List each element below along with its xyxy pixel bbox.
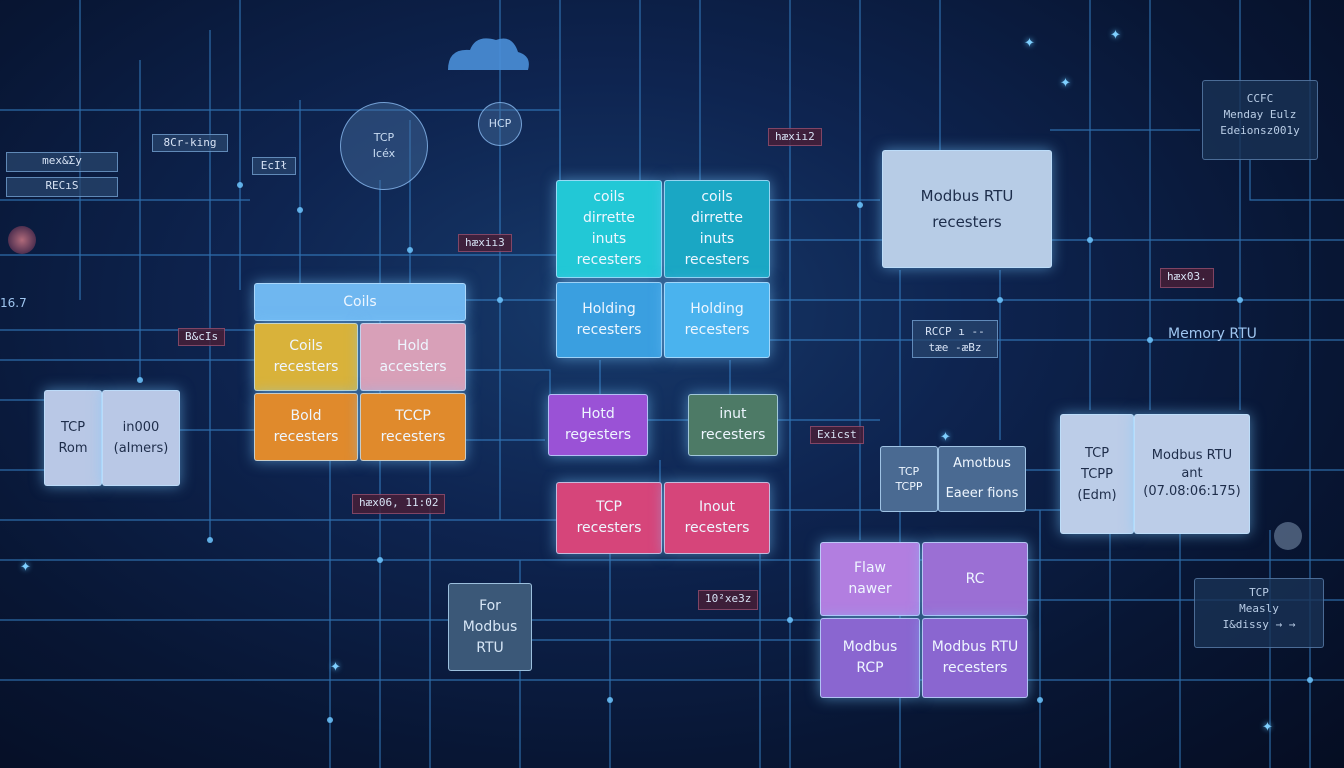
hex-tag: hæx06, 11:02	[352, 494, 446, 514]
hex-tag: hæxiı3	[458, 234, 512, 252]
coils-registers-cell: Coils recesters	[254, 323, 358, 391]
hex-tag: B&cIs	[178, 328, 226, 346]
tccp-registers-cell: TCCP recesters	[360, 393, 466, 461]
sparkle-icon: ✦	[20, 560, 31, 575]
rc-cell: RC	[922, 542, 1028, 616]
tcp-circle: TCP Icéx	[340, 102, 428, 190]
record-icon	[8, 226, 36, 254]
inout-registers-cell: Inout recesters	[664, 482, 770, 554]
sparkle-icon: ✦	[1262, 720, 1273, 735]
for-modbus-rtu-box: For Modbus RTU	[448, 583, 532, 671]
inut-registers-box: inut recesters	[688, 394, 778, 456]
sparkle-icon: ✦	[1024, 36, 1035, 51]
modbus-rtu-registers-box: Modbus RTU recesters	[882, 150, 1052, 268]
modbus-rtu-registers-cell: Modbus RTU recesters	[922, 618, 1028, 698]
hcp-circle: HCP	[478, 102, 522, 146]
coils-discrete-cell: coils dirrette inuts recesters	[664, 180, 770, 278]
edge-text: 16.7	[0, 296, 27, 310]
hex-tag: 10²xe3z	[698, 590, 759, 610]
sparkle-icon: ✦	[940, 430, 951, 445]
max-chip: mex&Ʃy	[6, 152, 118, 172]
amotbus-box: Amotbus Eaeer fions	[938, 446, 1026, 512]
modbus-rtu-ant-box: Modbus RTU ant (07.08:06:175)	[1134, 414, 1250, 534]
tcp-rom-box: TCP Rom	[44, 390, 102, 486]
hex-tag: hæx03.	[1160, 268, 1214, 288]
hex-tag: hæxiı2	[768, 128, 822, 146]
record-icon	[1274, 522, 1302, 550]
bold-registers-cell: Bold recesters	[254, 393, 358, 461]
hold-registers-cell: Hold accesters	[360, 323, 466, 391]
modbus-rcp-cell: Modbus RCP	[820, 618, 920, 698]
bdc-label: 8Cr-king	[152, 134, 228, 152]
small-tcp-box: TCP TCPP	[880, 446, 938, 512]
holding-registers-cell: Holding recesters	[664, 282, 770, 358]
tcp-pair-box: TCP TCPP (Edm)	[1060, 414, 1134, 534]
ecl-label: EcIł	[252, 157, 296, 175]
hotd-registers-box: Hotd regesters	[548, 394, 648, 456]
rec-chip: RECıS	[6, 177, 118, 197]
flaw-cell: Flaw nawer	[820, 542, 920, 616]
tcp-panel: TCP Measly I&dissy → →	[1194, 578, 1324, 648]
ccfc-panel: CCFC Menday Eulz Edeionsz001y	[1202, 80, 1318, 160]
sparkle-icon: ✦	[330, 660, 341, 675]
rccp-chip: RCCP ı -- tæe -æBz	[912, 320, 998, 358]
tcp-registers-cell: TCP recesters	[556, 482, 662, 554]
sparkle-icon: ✦	[1110, 28, 1121, 43]
sparkle-icon: ✦	[1060, 76, 1071, 91]
in-box: in000 (aImers)	[102, 390, 180, 486]
hex-tag: Exicst	[810, 426, 864, 444]
holding-registers-cell: Holding recesters	[556, 282, 662, 358]
coils-header: Coils	[254, 283, 466, 321]
coils-discrete-cell: coils dirrette inuts recesters	[556, 180, 662, 278]
memory-rtu-label: Memory RTU	[1168, 326, 1257, 342]
